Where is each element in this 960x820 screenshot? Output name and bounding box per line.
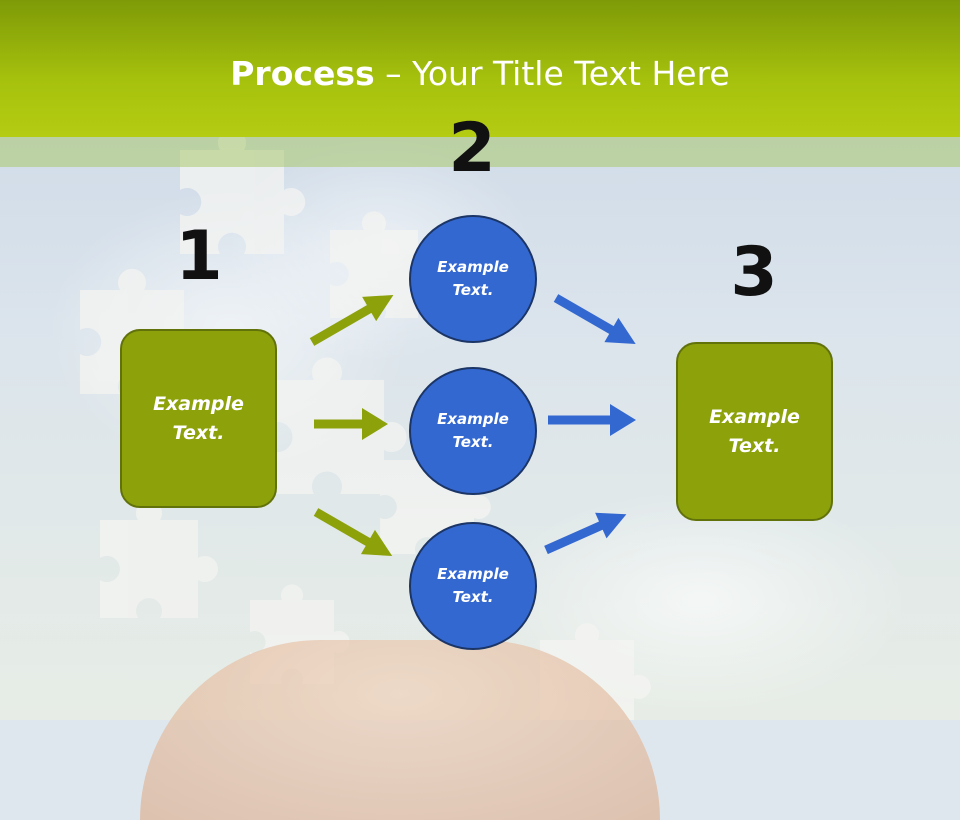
circle-text-line1: Example (437, 410, 509, 428)
step3-text-line1: Example (709, 405, 800, 428)
arrow-green-down-icon (313, 508, 393, 556)
step2-circle-3: Example Text. (409, 522, 537, 650)
arrow-green-up-icon (309, 295, 394, 346)
circle-text-line1: Example (437, 565, 509, 583)
step-number-2: 2 (448, 109, 496, 188)
circle-text-line2: Text. (452, 588, 494, 606)
step-number-1: 1 (175, 217, 223, 296)
arrow-green-right-icon (314, 408, 388, 440)
step1-text: Example Text. (144, 390, 254, 448)
step3-text: Example Text. (700, 403, 810, 461)
puzzle-piece-icon (100, 500, 218, 618)
title-rest: – Your Title Text Here (374, 54, 730, 93)
step1-text-line2: Text. (172, 421, 225, 444)
step2-circle-2: Example Text. (409, 367, 537, 495)
header-band (0, 137, 960, 167)
circle-text-line2: Text. (452, 281, 494, 299)
title-bold: Process (230, 54, 375, 93)
step1-box: Example Text. (120, 329, 277, 508)
arrow-blue-right-icon (548, 404, 636, 436)
connector-arrows (309, 294, 636, 556)
circle-text-line1: Example (437, 258, 509, 276)
step-number-3: 3 (730, 233, 778, 312)
step3-text-line2: Text. (728, 434, 781, 457)
arrow-blue-up-icon (544, 512, 627, 555)
step3-box: Example Text. (676, 342, 833, 521)
header-bar (0, 0, 960, 137)
slide-title: Process – Your Title Text Here (0, 52, 960, 96)
circle-text-line2: Text. (452, 433, 494, 451)
step2-circle-1: Example Text. (409, 215, 537, 343)
step1-text-line1: Example (153, 392, 244, 415)
arrow-blue-down-icon (553, 294, 636, 344)
